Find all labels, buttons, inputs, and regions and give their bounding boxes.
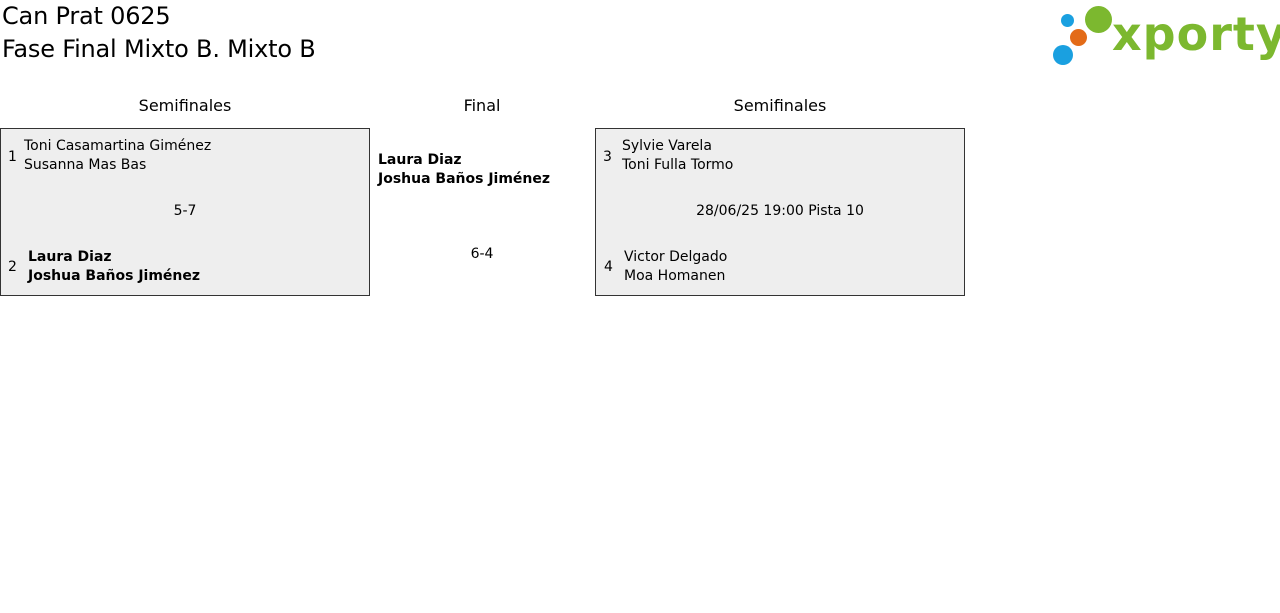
team-pair-winner: Laura Diaz Joshua Baños Jiménez	[28, 248, 200, 286]
column-heading-semifinales-right: Semifinales	[733, 96, 827, 115]
xporty-logo[interactable]: xporty	[1050, 4, 1280, 66]
phase-title: Fase Final Mixto B. Mixto B	[2, 35, 316, 63]
team-seed: 4	[604, 259, 613, 275]
logo-dot-green-icon	[1085, 6, 1112, 33]
player-name: Laura Diaz	[378, 152, 462, 168]
final-score: 6-4	[470, 246, 494, 262]
match-schedule: 28/06/25 19:00 Pista 10	[696, 203, 864, 219]
semifinal-match-left[interactable]: 1 Toni Casamartina Giménez Susanna Mas B…	[0, 128, 370, 296]
player-name: Moa Homanen	[624, 268, 726, 284]
player-name: Joshua Baños Jiménez	[378, 171, 551, 187]
team-seed: 1	[8, 149, 17, 165]
player-name: Toni Fulla Tormo	[622, 157, 734, 173]
player-name: Victor Delgado	[624, 249, 728, 265]
logo-dot-blue-large-icon	[1053, 45, 1073, 65]
tournament-title: Can Prat 0625	[2, 2, 171, 30]
team-pair: Victor Delgado Moa Homanen	[624, 248, 727, 286]
semifinal-match-right[interactable]: 3 Sylvie Varela Toni Fulla Tormo 28/06/2…	[595, 128, 965, 296]
match-score: 5-7	[173, 203, 197, 219]
player-name: Toni Casamartina Giménez	[24, 138, 212, 154]
column-heading-final: Final	[463, 96, 501, 115]
player-name: Joshua Baños Jiménez	[28, 268, 201, 284]
team-pair: Sylvie Varela Toni Fulla Tormo	[622, 137, 733, 175]
logo-dot-blue-small-icon	[1061, 14, 1074, 27]
logo-dot-orange-icon	[1070, 29, 1087, 46]
final-team-pair: Laura Diaz Joshua Baños Jiménez	[378, 151, 550, 189]
team-seed: 3	[603, 149, 612, 165]
player-name: Laura Diaz	[28, 249, 112, 265]
team-pair: Toni Casamartina Giménez Susanna Mas Bas	[24, 137, 211, 175]
player-name: Susanna Mas Bas	[24, 157, 147, 173]
player-name: Sylvie Varela	[622, 138, 712, 154]
column-heading-semifinales-left: Semifinales	[138, 96, 232, 115]
logo-wordmark: xporty	[1112, 7, 1280, 61]
team-seed: 2	[8, 259, 17, 275]
